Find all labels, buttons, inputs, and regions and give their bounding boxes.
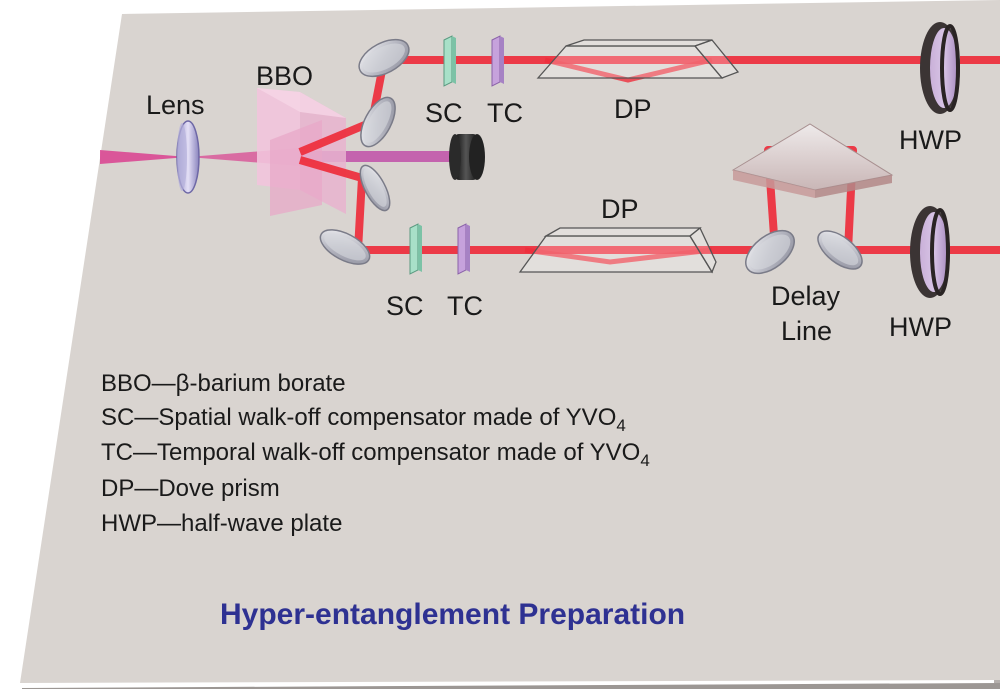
diagram-caption: Hyper-entanglement Preparation xyxy=(220,598,686,631)
legend-bbo: BBO—β-barium borate xyxy=(101,370,346,397)
bbo-crystal-top xyxy=(257,88,346,118)
tc-plate-bottom xyxy=(457,223,470,275)
label-sc-top: SC xyxy=(425,98,463,128)
pump-beam xyxy=(100,150,188,164)
mirror-delay-2 xyxy=(817,230,863,270)
beam-stop-icon xyxy=(449,134,485,180)
mirror-lower-2 xyxy=(319,229,371,265)
legend-tc-text: TC—Temporal walk-off compensator made of… xyxy=(101,439,641,466)
label-delay-line-2: Line xyxy=(781,316,833,346)
label-lens: Lens xyxy=(146,90,205,120)
legend-sc-subscript: 4 xyxy=(616,416,626,435)
mirror-delay-1 xyxy=(745,229,795,275)
dove-prism-bottom xyxy=(518,226,717,274)
legend-tc-subscript: 4 xyxy=(640,451,650,470)
label-sc-bottom: SC xyxy=(386,291,424,321)
beam-upper-arm xyxy=(298,56,928,156)
label-dp-top: DP xyxy=(614,94,652,124)
mirror-top-1 xyxy=(358,38,410,78)
legend-sc-text: SC—Spatial walk-off compensator made of … xyxy=(101,404,617,431)
hwp-top-icon xyxy=(920,22,960,114)
pump-beam-residual xyxy=(300,151,462,162)
beam-lower-arm xyxy=(298,146,914,254)
label-tc-top: TC xyxy=(487,98,523,128)
dove-prism-top xyxy=(536,39,740,79)
sc-plate-top xyxy=(443,35,456,87)
legend-sc: SC—Spatial walk-off compensator made of … xyxy=(101,404,626,435)
beam-upper-dp-path xyxy=(544,57,713,83)
board-edge xyxy=(22,683,1000,689)
legend-hwp: HWP—half-wave plate xyxy=(101,510,343,537)
sc-plate-bottom xyxy=(409,223,422,275)
mirror-top-2 xyxy=(360,96,396,148)
label-delay-line-1: Delay xyxy=(771,281,841,311)
hwp-bottom-icon xyxy=(910,206,950,298)
beam-lower-dp-path xyxy=(524,247,713,265)
mirror-lower-1 xyxy=(359,164,391,212)
tc-plate-top xyxy=(491,35,504,87)
label-tc-bottom: TC xyxy=(447,291,483,321)
label-hwp-top: HWP xyxy=(899,125,962,155)
label-dp-bottom: DP xyxy=(601,194,639,224)
lens-rim xyxy=(177,123,187,191)
delay-line-prism xyxy=(731,123,894,198)
legend-dp: DP—Dove prism xyxy=(101,475,280,502)
label-bbo: BBO xyxy=(256,61,314,91)
legend-tc: TC—Temporal walk-off compensator made of… xyxy=(101,439,650,470)
label-hwp-bottom: HWP xyxy=(889,312,952,342)
